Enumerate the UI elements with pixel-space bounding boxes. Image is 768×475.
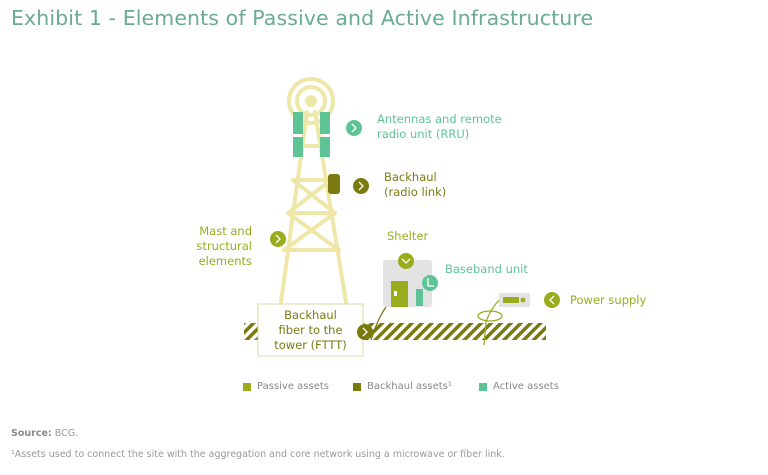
mast-label-line1: Mast and structural <box>196 224 252 253</box>
fttt-label-line1: Backhaul <box>284 308 337 322</box>
power-supply-bar <box>503 297 519 303</box>
mast-label: Mast and structural elements <box>140 224 252 269</box>
fttt-label-line3: tower (FTTT) <box>274 338 347 352</box>
legend-active-swatch <box>479 382 487 391</box>
shelter-chevron-icon <box>398 253 414 269</box>
antenna-center-dot <box>305 95 317 107</box>
legend-passive: Passive assets <box>243 381 329 392</box>
baseband-label: Baseband unit <box>445 262 528 276</box>
antennas-label-line2: radio unit (RRU) <box>377 127 470 141</box>
power-supply-dot <box>520 297 526 303</box>
backhaul-radio-label-line2: (radio link) <box>384 185 447 199</box>
footnote: ¹Assets used to connect the site with th… <box>11 449 505 460</box>
power-cable <box>483 299 500 346</box>
source-note: Source: BCG. <box>11 428 78 439</box>
mast-label-line2: elements <box>198 254 252 268</box>
legend-active: Active assets <box>479 381 559 392</box>
backhaul-radio-chevron-icon <box>353 178 369 194</box>
baseband-corner-icon <box>422 275 438 291</box>
legend-passive-label: Passive assets <box>257 381 329 392</box>
power-cable-loop <box>477 310 503 322</box>
mast-chevron-icon <box>270 231 286 247</box>
microwave-dish <box>328 174 340 194</box>
source-label: Source: <box>11 428 52 439</box>
legend-backhaul-label: Backhaul assets¹ <box>367 381 452 392</box>
antennas-label: Antennas and remote radio unit (RRU) <box>377 112 502 142</box>
antennas-label-line1: Antennas and remote <box>377 112 502 126</box>
antennas-chevron-icon <box>346 120 362 136</box>
legend-active-label: Active assets <box>493 381 559 392</box>
fttt-label-line2: fiber to the <box>278 323 343 337</box>
legend-backhaul-swatch <box>353 382 361 391</box>
backhaul-radio-label: Backhaul (radio link) <box>384 170 446 200</box>
baseband-unit-rack <box>416 289 423 306</box>
shelter-cable <box>370 306 387 341</box>
fttt-box <box>257 303 364 357</box>
antenna-panels <box>293 112 330 157</box>
fttt-label: Backhaul fiber to the tower (FTTT) <box>258 308 363 353</box>
fttt-chevron-icon <box>357 324 373 340</box>
power-supply-label: Power supply <box>570 293 647 307</box>
legend-passive-swatch <box>243 382 251 391</box>
shelter-door-handle <box>394 291 397 296</box>
shelter-label: Shelter <box>387 229 429 243</box>
backhaul-radio-label-line1: Backhaul <box>384 170 437 184</box>
shelter-door <box>391 281 408 307</box>
legend-backhaul: Backhaul assets¹ <box>353 381 452 392</box>
exhibit-title: Exhibit 1 - Elements of Passive and Acti… <box>11 6 594 30</box>
power-chevron-icon <box>544 292 560 308</box>
source-value: BCG. <box>54 428 79 439</box>
